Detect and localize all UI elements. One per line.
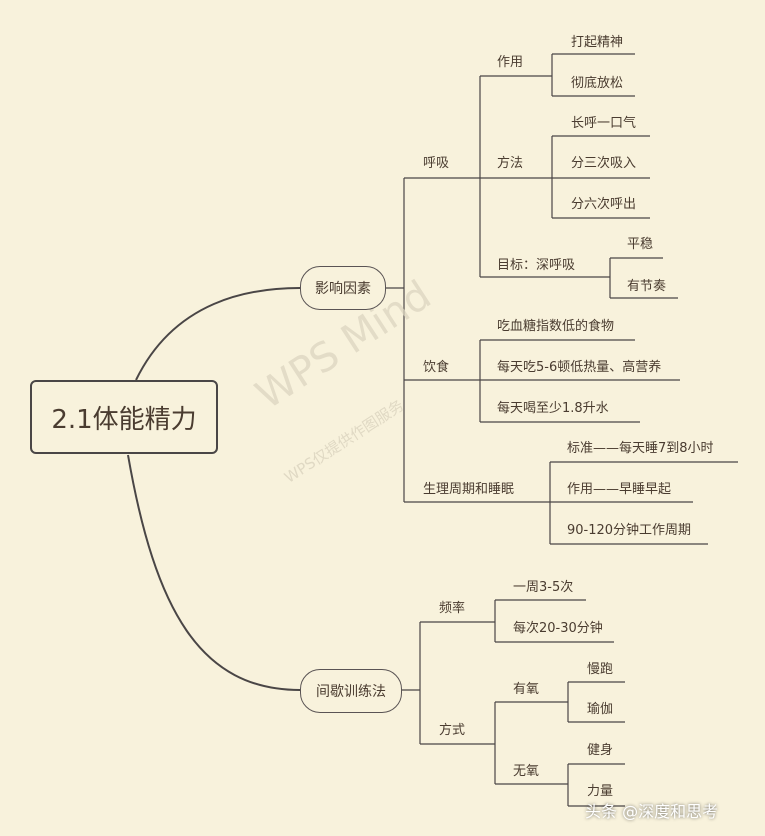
leaf-diet-2[interactable]: 每天吃5-6顿低热量、高营养	[497, 360, 662, 375]
leaf-goal-2[interactable]: 有节奏	[627, 279, 667, 294]
leaf-role-1[interactable]: 打起精神	[571, 35, 624, 50]
leaf-method-1[interactable]: 长呼一口气	[571, 116, 637, 131]
leaf-method-3[interactable]: 分六次呼出	[571, 197, 637, 212]
node-influence[interactable]: 影响因素	[300, 266, 386, 310]
node-frequency[interactable]: 频率	[439, 601, 466, 616]
node-diet[interactable]: 饮食	[423, 360, 450, 375]
leaf-diet-3[interactable]: 每天喝至少1.8升水	[497, 401, 609, 416]
node-interval[interactable]: 间歇训练法	[300, 669, 402, 713]
leaf-method-2[interactable]: 分三次吸入	[571, 156, 637, 171]
leaf-role-2[interactable]: 彻底放松	[571, 76, 624, 91]
source-credit: 头条 @深度和思考	[585, 802, 719, 821]
leaf-goal-1[interactable]: 平稳	[627, 237, 654, 252]
node-aerobic[interactable]: 有氧	[513, 682, 540, 697]
link-root-influence	[135, 287, 301, 381]
leaf-aerobic-2[interactable]: 瑜伽	[587, 702, 614, 717]
leaf-anaerobic-1[interactable]: 健身	[587, 743, 614, 758]
leaf-sleep-2[interactable]: 作用——早睡早起	[567, 482, 672, 497]
leaf-diet-1[interactable]: 吃血糖指数低的食物	[497, 319, 615, 334]
leaf-sleep-3[interactable]: 90-120分钟工作周期	[567, 523, 692, 538]
link-root-interval	[127, 454, 301, 691]
root-node[interactable]: 2.1体能精力	[30, 380, 218, 454]
node-sleep[interactable]: 生理周期和睡眠	[423, 482, 515, 497]
node-breathing[interactable]: 呼吸	[423, 156, 450, 171]
node-goal[interactable]: 目标：深呼吸	[497, 258, 576, 273]
node-anaerobic[interactable]: 无氧	[513, 764, 540, 779]
node-mode[interactable]: 方式	[439, 723, 466, 738]
leaf-frequency-1[interactable]: 一周3-5次	[513, 580, 574, 595]
node-method[interactable]: 方法	[497, 156, 524, 171]
leaf-frequency-2[interactable]: 每次20-30分钟	[513, 621, 603, 636]
node-role[interactable]: 作用	[497, 55, 524, 70]
leaf-sleep-1[interactable]: 标准——每天睡7到8小时	[567, 441, 714, 456]
leaf-aerobic-1[interactable]: 慢跑	[587, 662, 614, 677]
leaf-anaerobic-2[interactable]: 力量	[587, 784, 614, 799]
